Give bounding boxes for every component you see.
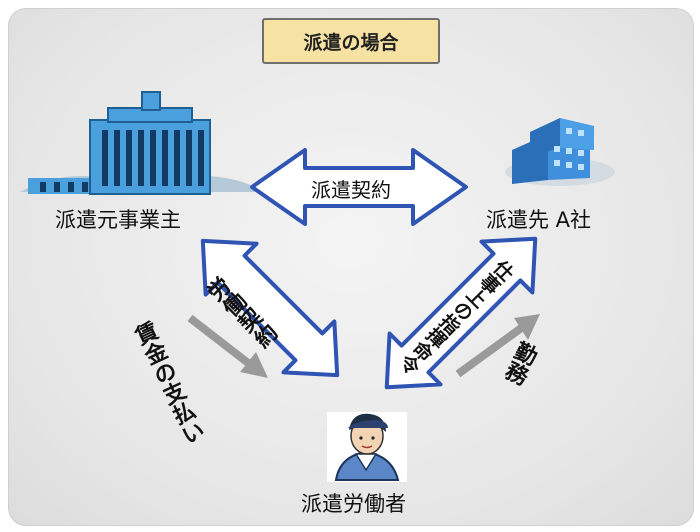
client-label: 派遣先 A社 (486, 208, 592, 232)
dispatcher-label: 派遣元事業主 (55, 208, 181, 232)
title-box: 派遣の場合 (262, 18, 440, 64)
dispatch-contract-label: 派遣契約 (311, 178, 391, 202)
diagram-title: 派遣の場合 (303, 31, 399, 54)
worker-label: 派遣労働者 (301, 492, 406, 516)
